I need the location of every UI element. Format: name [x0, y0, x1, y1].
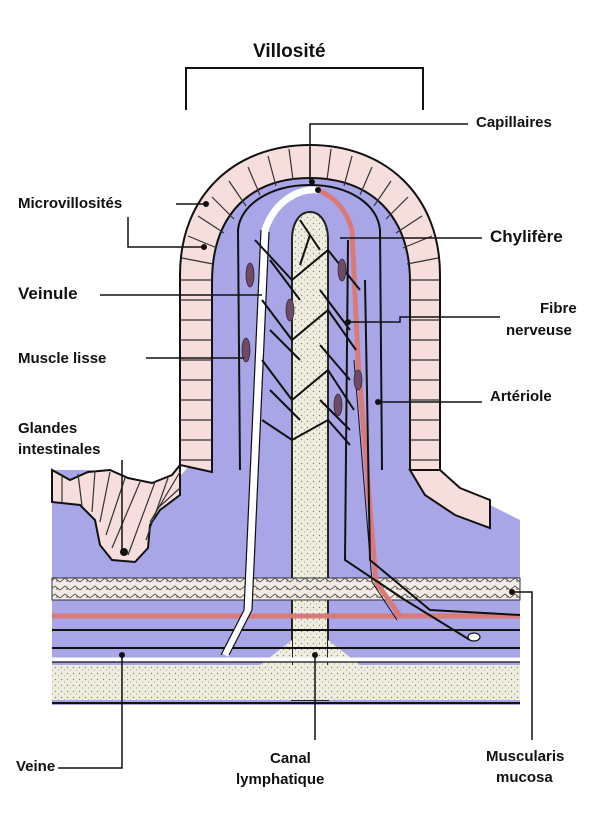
label-veinule: Veinule [18, 285, 78, 303]
label-arteriole: Artériole [490, 388, 552, 406]
muscularis-band [52, 578, 520, 600]
label-chylifere: Chylifère [490, 228, 563, 246]
label-glandes-line1: Glandes [18, 420, 77, 438]
label-microvillosites: Microvillosités [18, 195, 122, 213]
label-muscularis-line2: mucosa [496, 769, 553, 787]
label-fibre-nerveuse-line1: Fibre [540, 300, 577, 318]
lamina-propria [52, 162, 520, 705]
label-glandes-line2: intestinales [18, 441, 101, 459]
villus-bracket [186, 68, 423, 110]
label-fibre-nerveuse-line2: nerveuse [506, 322, 572, 340]
diagram-title: Villosité [253, 43, 326, 61]
label-veine: Veine [16, 758, 55, 776]
label-canal-line2: lymphatique [236, 771, 324, 789]
label-muscle-lisse: Muscle lisse [18, 350, 106, 368]
central-lacteal [292, 212, 328, 700]
label-muscularis-line1: Muscularis [486, 748, 564, 766]
label-capillaires: Capillaires [476, 114, 552, 132]
label-canal-line1: Canal [270, 750, 311, 768]
